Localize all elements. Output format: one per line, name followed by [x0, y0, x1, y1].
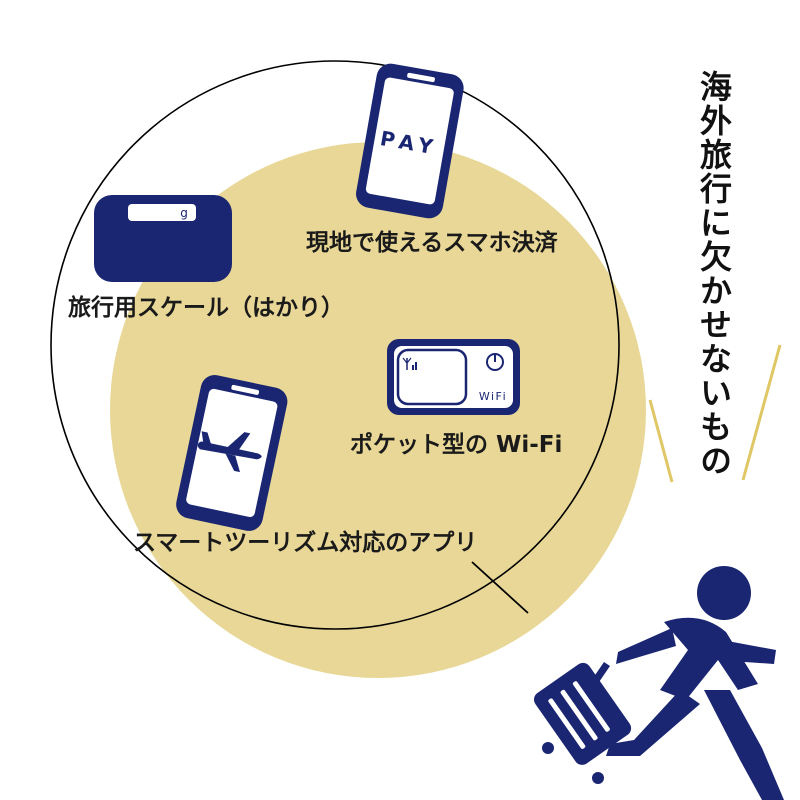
wifi-label: ポケット型の Wi-Fi: [350, 432, 563, 458]
outline-circle: [50, 60, 620, 630]
speed-lines-icon: [648, 344, 782, 483]
pocket-wifi-icon: WiFi: [387, 339, 520, 415]
scale-unit-text: g: [180, 206, 188, 220]
phone-airplane-icon: [176, 375, 288, 531]
payment-label: 現地で使えるスマホ決済: [306, 230, 558, 256]
airplane-icon: [197, 431, 262, 473]
background-circle: [110, 142, 646, 678]
traveler-with-suitcase-icon: [533, 566, 784, 800]
phone-pay-icon: PAY: [356, 63, 464, 219]
scale-label: 旅行用スケール（はかり）: [68, 295, 344, 321]
page-title: 海外旅行に欠かせないもの: [695, 70, 733, 478]
wifi-device-text: WiFi: [479, 390, 507, 403]
luggage-scale-icon: g: [94, 195, 232, 282]
pointer-line: [471, 561, 529, 614]
app-label: スマートツーリズム対応のアプリ: [133, 530, 478, 556]
